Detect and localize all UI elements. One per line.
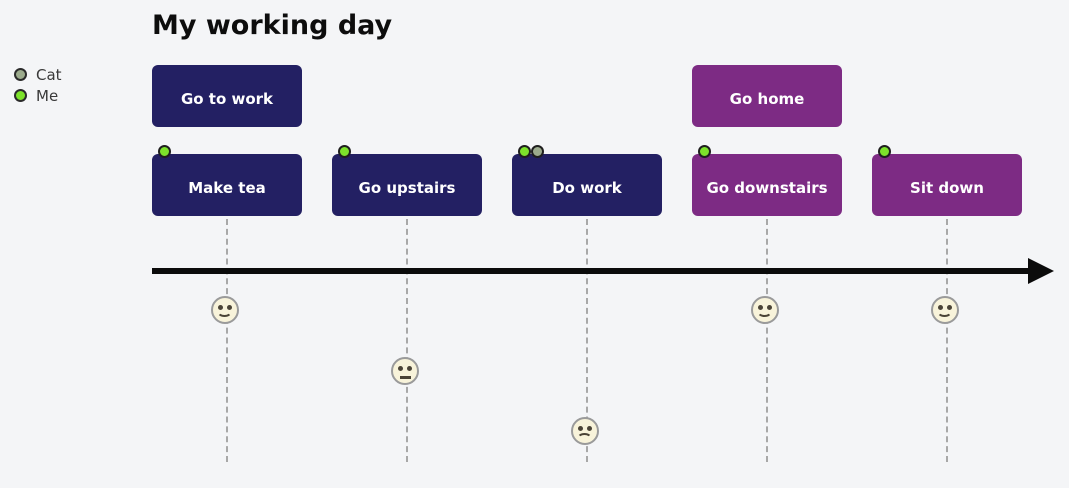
event-card-go-downstairs[interactable]: Go downstairs [692, 145, 842, 216]
legend: Cat Me [14, 64, 62, 106]
legend-label: Cat [36, 65, 62, 84]
me-swatch-icon [14, 89, 27, 102]
dashed-guide-line [766, 219, 768, 462]
face-eye [398, 366, 403, 371]
event-label: Do work [552, 179, 622, 197]
me-marker-dot [158, 145, 171, 158]
timeline-axis [152, 268, 1034, 274]
sad-mouth [577, 433, 592, 444]
event-label: Go to work [180, 90, 274, 108]
face-eye [578, 426, 583, 431]
mood-face [211, 296, 239, 324]
dashed-guide-line [946, 219, 948, 462]
event-card-go-to-work[interactable]: Go to work [152, 65, 302, 127]
cat-swatch-icon [14, 68, 27, 81]
mood-face [931, 296, 959, 324]
legend-item-me: Me [14, 85, 62, 106]
happy-mouth [217, 306, 232, 317]
face-eye [407, 366, 412, 371]
happy-mouth [937, 306, 952, 317]
mood-face [751, 296, 779, 324]
page-title: My working day [152, 10, 393, 41]
me-marker-dot [878, 145, 891, 158]
face-eye [587, 426, 592, 431]
event-label: Sit down [910, 179, 984, 197]
dashed-guide-line [226, 219, 228, 462]
mood-face [391, 357, 419, 385]
arrowhead-icon [1028, 258, 1054, 284]
dashed-guide-line [586, 219, 588, 462]
me-marker-dot [518, 145, 531, 158]
mood-face [571, 417, 599, 445]
me-marker-dot [698, 145, 711, 158]
event-card-sit-down[interactable]: Sit down [872, 145, 1022, 216]
event-card-go-home[interactable]: Go home [692, 65, 842, 127]
dashed-guide-line [406, 219, 408, 462]
event-label: Go home [729, 90, 805, 108]
cat-marker-dot [531, 145, 544, 158]
happy-mouth [757, 306, 772, 317]
event-label: Go upstairs [358, 179, 456, 197]
legend-item-cat: Cat [14, 64, 62, 85]
neutral-mouth [400, 376, 411, 379]
event-label: Go downstairs [706, 179, 828, 197]
event-card-make-tea[interactable]: Make tea [152, 145, 302, 216]
legend-label: Me [36, 86, 59, 105]
event-card-do-work[interactable]: Do work [512, 145, 662, 216]
event-label: Make tea [188, 179, 266, 197]
me-marker-dot [338, 145, 351, 158]
event-card-go-upstairs[interactable]: Go upstairs [332, 145, 482, 216]
